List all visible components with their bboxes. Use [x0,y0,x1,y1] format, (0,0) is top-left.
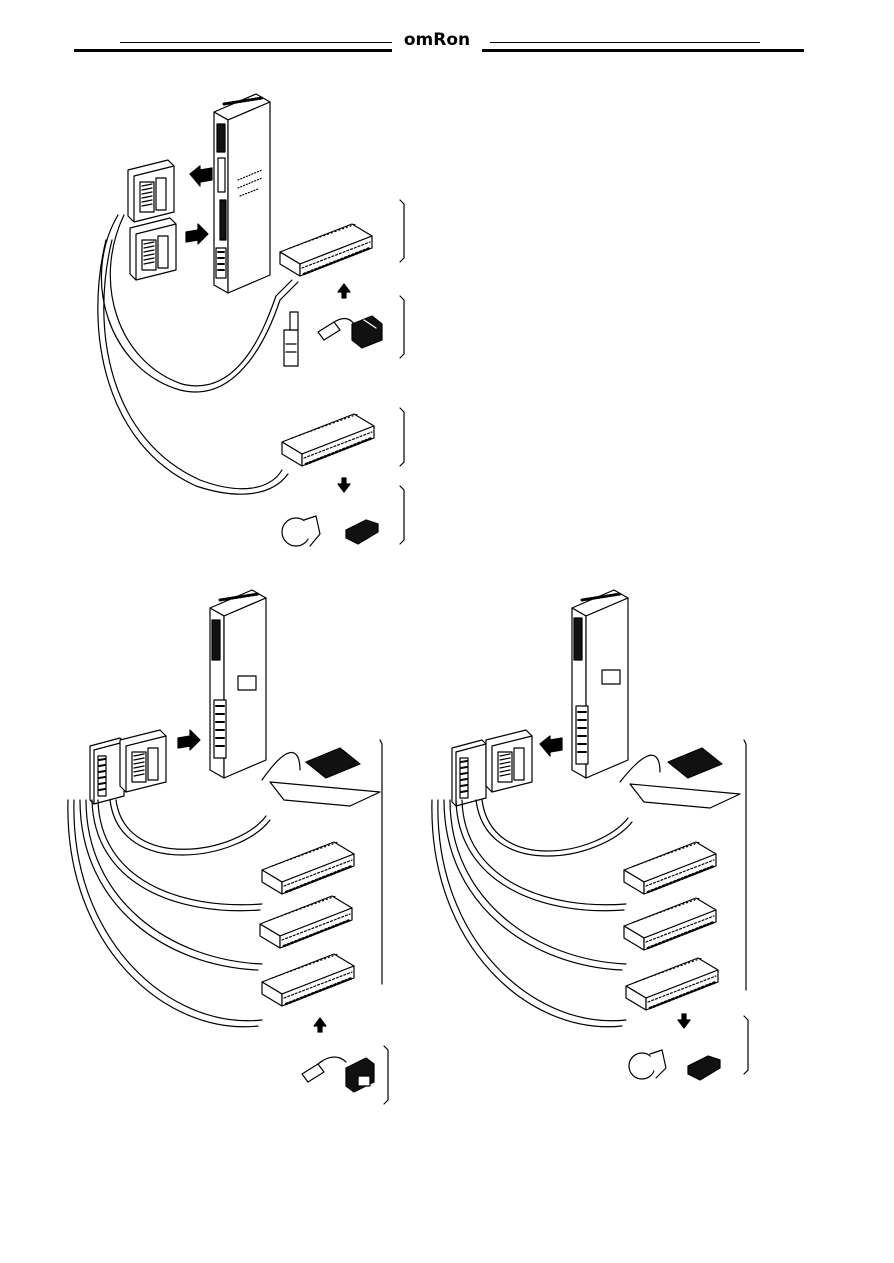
arrow-up-icon [313,1017,327,1033]
bracket-bl-blocks [379,739,383,985]
bracket-br-devices [743,1015,749,1075]
terminal-block-bl-3 [260,952,356,1008]
cable-input [100,214,299,393]
terminal-unit-flat [667,747,723,779]
connector-br-1 [451,739,487,807]
header-rule-left [74,49,392,52]
terminal-block-br-3 [624,956,720,1012]
bracket-input-devices [399,295,405,359]
photo-sensor-icon [351,315,383,349]
terminal-block-input [278,222,374,278]
pilot-lamp-icon [628,1049,667,1080]
header-rule-right-thin [490,42,760,43]
arrow-up-icon [337,283,351,299]
bracket-output-devices [399,485,405,545]
connector-bl-1 [89,737,125,805]
bracket-br-blocks [743,739,747,991]
arrow-right-icon [185,223,209,245]
pilot-lamp-icon [281,515,321,547]
connector-upper [127,159,175,223]
header-rule-left-thin [120,42,392,43]
terminal-block-output [280,412,376,468]
plc-unit-bl [209,589,267,779]
terminal-unit-flat [305,747,361,779]
figure-bottom-left [67,589,389,1105]
omron-logo: omRon [403,30,471,50]
bracket-output-block [399,407,405,467]
proximity-sensor-icon [301,1056,347,1083]
connector-bl-2 [119,729,167,793]
terminal-block-bl-1 [260,840,356,896]
figure-bottom-right [431,589,749,1081]
header-rule-right [482,49,804,52]
relay-icon [345,519,379,545]
terminal-block-br-2 [622,896,718,952]
relay-icon [687,1055,721,1081]
proximity-sensor-icon [317,317,355,341]
photo-sensor-icon [345,1057,375,1093]
arrow-left-icon [539,735,563,757]
arrow-down-icon [677,1013,691,1029]
terminal-block-br-1 [622,840,718,896]
terminal-block-bl-2 [258,894,354,950]
figure-top [97,93,405,547]
arrow-right-icon [177,729,201,751]
plc-unit-br [571,589,629,779]
bracket-input-block [399,199,405,263]
limit-switch-icon [283,311,299,367]
arrow-left-icon [189,165,213,187]
arrow-down-icon [337,477,351,493]
connector-lower [129,217,177,281]
plc-unit [213,93,271,294]
bracket-bl-devices [383,1045,389,1105]
connector-br-2 [485,729,533,793]
